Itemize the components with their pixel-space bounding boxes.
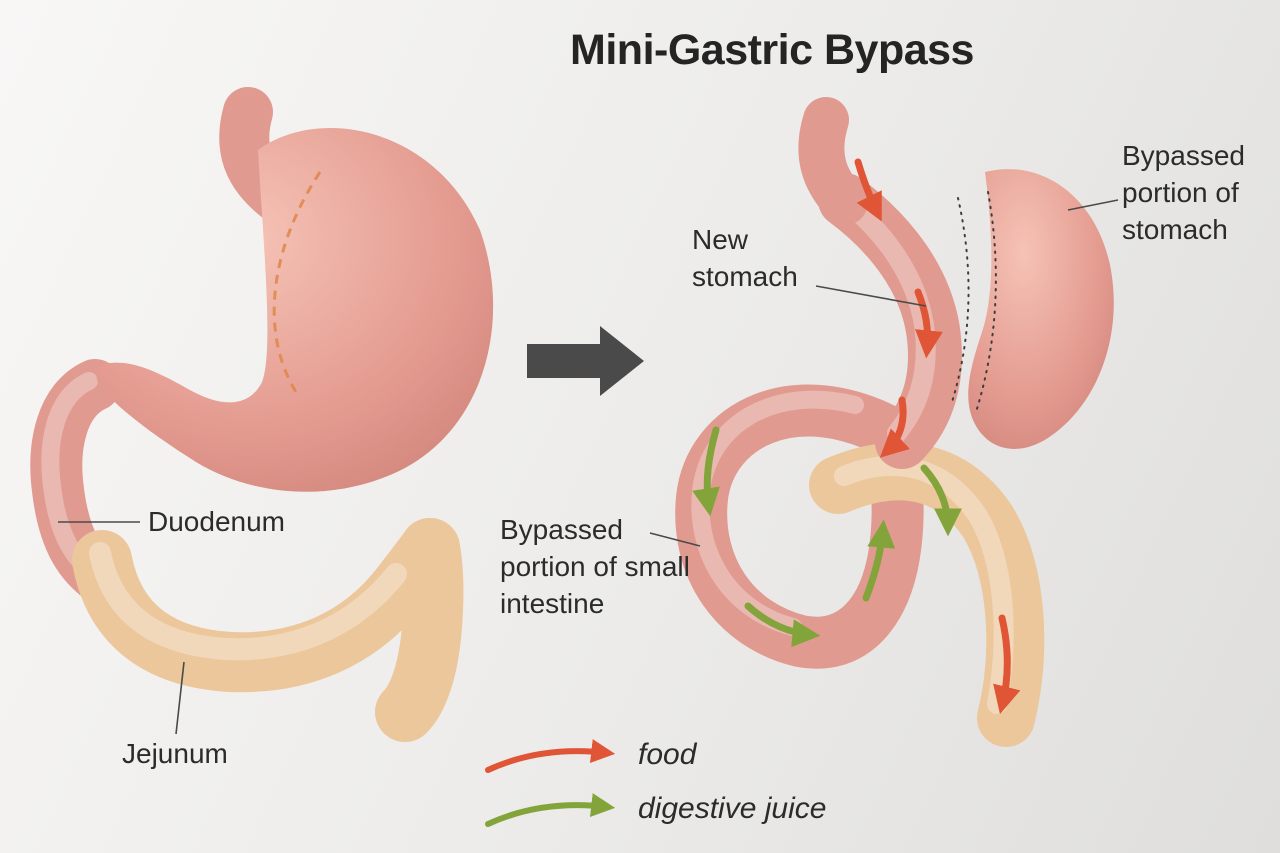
food-arrow-junction (879, 396, 910, 458)
normal-anatomy-figure (30, 87, 494, 742)
food-arrow-esophagus (854, 158, 882, 222)
new-stomach-pointer-line (815, 285, 927, 307)
bypass-anatomy-figure (675, 97, 1114, 747)
legend-juice-label: digestive juice (638, 792, 827, 825)
legend-food-arrow-icon (485, 739, 616, 773)
juice-arrow-loop-bottom (744, 602, 821, 648)
staple-dotted-line-right (975, 191, 997, 413)
staple-guide-line (272, 171, 322, 393)
transform-arrow-icon (527, 326, 644, 396)
new-stomach-label: New stomach (692, 224, 798, 292)
juice-arrow-junction (920, 464, 962, 537)
jejunum-shape-descending (375, 518, 464, 742)
bypassed-stomach-label: Bypassed portion of stomach (1122, 140, 1245, 245)
food-arrow-common-channel (993, 614, 1021, 715)
juice-arrow-loop-up (862, 519, 896, 602)
bypassed-stomach-shape (968, 169, 1114, 449)
staple-dotted-line-left (951, 197, 970, 403)
legend-food-label: food (638, 738, 697, 771)
food-arrow-new-stomach (914, 288, 943, 359)
common-channel-shape (809, 442, 1045, 747)
jejunum-pointer-line (175, 661, 185, 735)
diagram-title: Mini-Gastric Bypass (570, 26, 974, 74)
bypassed-intestine-label: Bypassed portion of small intestine (500, 514, 690, 619)
juice-arrow-loop-down (692, 426, 720, 517)
bypassed-intestine-loop-shape (675, 384, 924, 669)
legend-juice-arrow-icon (485, 793, 616, 827)
bypassed-intestine-pointer-line (649, 532, 701, 547)
jejunum-highlight (89, 542, 407, 661)
bypassed-stomach-pointer-line (1067, 199, 1119, 211)
jejunum-label: Jejunum (122, 738, 228, 769)
esophagus-after-shape (798, 97, 868, 225)
duodenum-label: Duodenum (148, 506, 285, 537)
stomach-shape (96, 128, 494, 492)
